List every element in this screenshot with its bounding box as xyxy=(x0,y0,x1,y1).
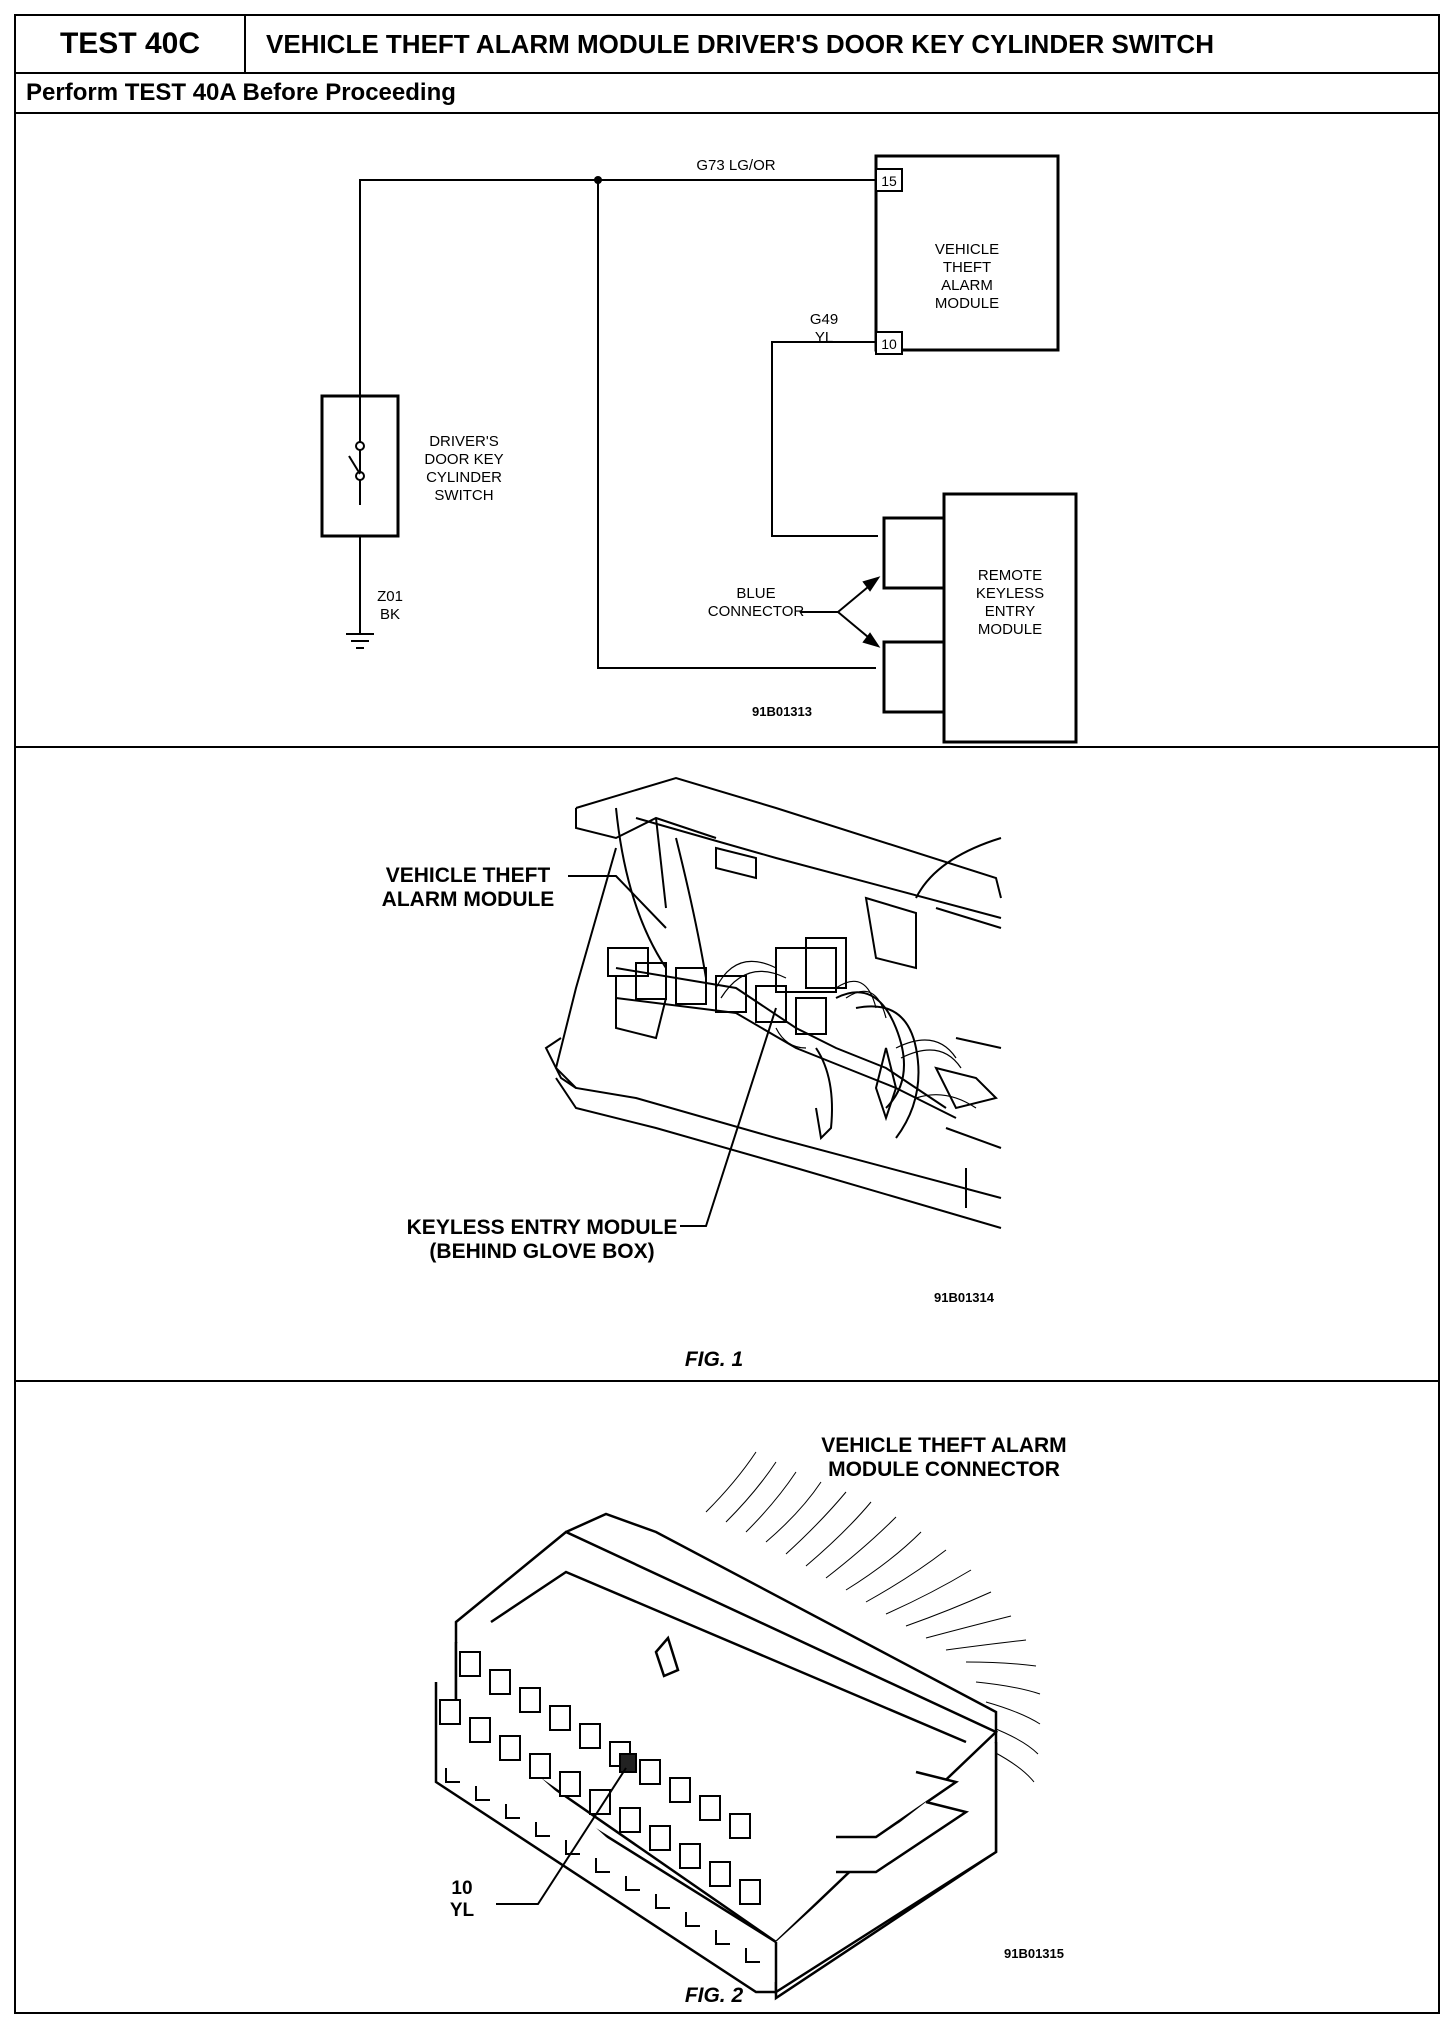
fig1-vta-label: VEHICLE THEFT ALARM MODULE xyxy=(382,864,555,911)
fig2-pin-leader xyxy=(496,1767,627,1905)
wire-splice-branch xyxy=(597,180,876,669)
fig1-panel: VEHICLE THEFT ALARM MODULE KEYLESS ENTRY… xyxy=(16,748,1438,1382)
key-cylinder-switch-box xyxy=(320,394,400,538)
switch-label-line: DOOR KEY xyxy=(424,451,503,468)
fig2-caption: FIG. 2 xyxy=(685,1984,744,2007)
fig1-vta-leader xyxy=(568,875,667,929)
fig2-panel: VEHICLE THEFT ALARM MODULE CONNECTOR 10 … xyxy=(16,1382,1438,2012)
blue-connector-label-line: BLUE xyxy=(736,585,775,602)
rke-module-label: REMOTE KEYLESS ENTRY MODULE xyxy=(976,567,1044,638)
pin-10-box xyxy=(875,331,903,355)
fig1-caption: FIG. 1 xyxy=(685,1348,743,1371)
splice-dot xyxy=(594,176,602,184)
test-id: TEST 40C xyxy=(16,16,246,72)
rke-module-label-line: KEYLESS xyxy=(976,585,1044,602)
header-row: TEST 40C VEHICLE THEFT ALARM MODULE DRIV… xyxy=(16,16,1438,74)
fig1-keyless-label: KEYLESS ENTRY MODULE (BEHIND GLOVE BOX) xyxy=(407,1216,678,1263)
fig1-ref-code: 91B01314 xyxy=(934,1290,995,1305)
wire-g49-color: YL xyxy=(815,329,833,346)
ground-symbol xyxy=(346,633,374,649)
connector-wire-fan xyxy=(705,1451,1041,1783)
switch-label-line: CYLINDER xyxy=(426,469,502,486)
wiring-harness-detail xyxy=(715,960,977,1109)
fig1-illustration: VEHICLE THEFT ALARM MODULE KEYLESS ENTRY… xyxy=(382,776,1002,1371)
fig2-title-line: MODULE CONNECTOR xyxy=(828,1458,1060,1481)
fig2-ref-code: 91B01315 xyxy=(1004,1946,1064,1961)
pin-10-label: 10 xyxy=(881,336,897,352)
vta-module-label-line: MODULE xyxy=(935,295,999,312)
test-title: VEHICLE THEFT ALARM MODULE DRIVER'S DOOR… xyxy=(266,28,1214,59)
switch-label: DRIVER'S DOOR KEY CYLINDER SWITCH xyxy=(424,433,503,504)
fig1-vta-label-line: VEHICLE THEFT xyxy=(386,864,551,887)
schematic-ref-code: 91B01313 xyxy=(752,704,812,719)
pin-15-label: 15 xyxy=(881,173,897,189)
rke-connector-lower xyxy=(882,640,946,714)
pin-10-cavity xyxy=(619,1753,637,1773)
connector-teeth xyxy=(445,1768,760,1963)
vta-module-box xyxy=(874,154,1060,352)
fig2-pin-number: 10 xyxy=(451,1878,472,1899)
vta-module-label: VEHICLE THEFT ALARM MODULE xyxy=(935,241,999,312)
fig1-keyless-label-line: KEYLESS ENTRY MODULE xyxy=(407,1216,678,1239)
wire-g49-code: G49 xyxy=(810,311,838,328)
rke-module-label-line: REMOTE xyxy=(978,567,1042,584)
blue-connector-label-line: CONNECTOR xyxy=(708,603,805,620)
fig2-pin-color: YL xyxy=(450,1900,475,1921)
switch-contact-upper xyxy=(355,441,365,451)
rke-module-label-line: MODULE xyxy=(978,621,1042,638)
vta-module-label-line: ALARM xyxy=(941,277,993,294)
prerequisite-note: Perform TEST 40A Before Proceeding xyxy=(16,74,1438,114)
ground-wire-color: BK xyxy=(380,606,400,623)
pin-15-box xyxy=(875,168,903,192)
fig1-keyless-leader xyxy=(680,1007,777,1227)
connector-cavities-bottom xyxy=(439,1699,761,1905)
blue-connector-label: BLUE CONNECTOR xyxy=(708,585,805,620)
switch-label-line: SWITCH xyxy=(434,487,493,504)
blue-connector-arrows xyxy=(800,576,881,648)
fig2-illustration: VEHICLE THEFT ALARM MODULE CONNECTOR 10 … xyxy=(434,1434,1067,2007)
fig1-vta-label-line: ALARM MODULE xyxy=(382,888,555,911)
test-page: TEST 40C VEHICLE THEFT ALARM MODULE DRIV… xyxy=(14,14,1440,2014)
switch-contact-lower xyxy=(355,471,365,481)
wiring-schematic: 15 10 G73 LG/OR G49 YL VEHICLE THEFT ALA… xyxy=(320,154,1078,744)
fig2-title: VEHICLE THEFT ALARM MODULE CONNECTOR xyxy=(821,1434,1066,1481)
vta-module-label-line: VEHICLE xyxy=(935,241,999,258)
schematic-panel: 15 10 G73 LG/OR G49 YL VEHICLE THEFT ALA… xyxy=(16,114,1438,748)
wire-g49 xyxy=(771,341,878,537)
wire-g73-label: G73 LG/OR xyxy=(696,157,775,174)
rke-connector-upper xyxy=(882,516,946,590)
rke-module-label-line: ENTRY xyxy=(985,603,1036,620)
ground-wire-code: Z01 xyxy=(377,588,403,605)
vta-module-label-line: THEFT xyxy=(943,259,991,276)
dashboard-illustration xyxy=(544,776,1002,1229)
fig2-title-line: VEHICLE THEFT ALARM xyxy=(821,1434,1066,1457)
switch-label-line: DRIVER'S xyxy=(429,433,499,450)
switch-contact-arm xyxy=(348,455,361,475)
rke-module-box xyxy=(942,492,1078,744)
fig1-keyless-label-line: (BEHIND GLOVE BOX) xyxy=(429,1240,654,1263)
